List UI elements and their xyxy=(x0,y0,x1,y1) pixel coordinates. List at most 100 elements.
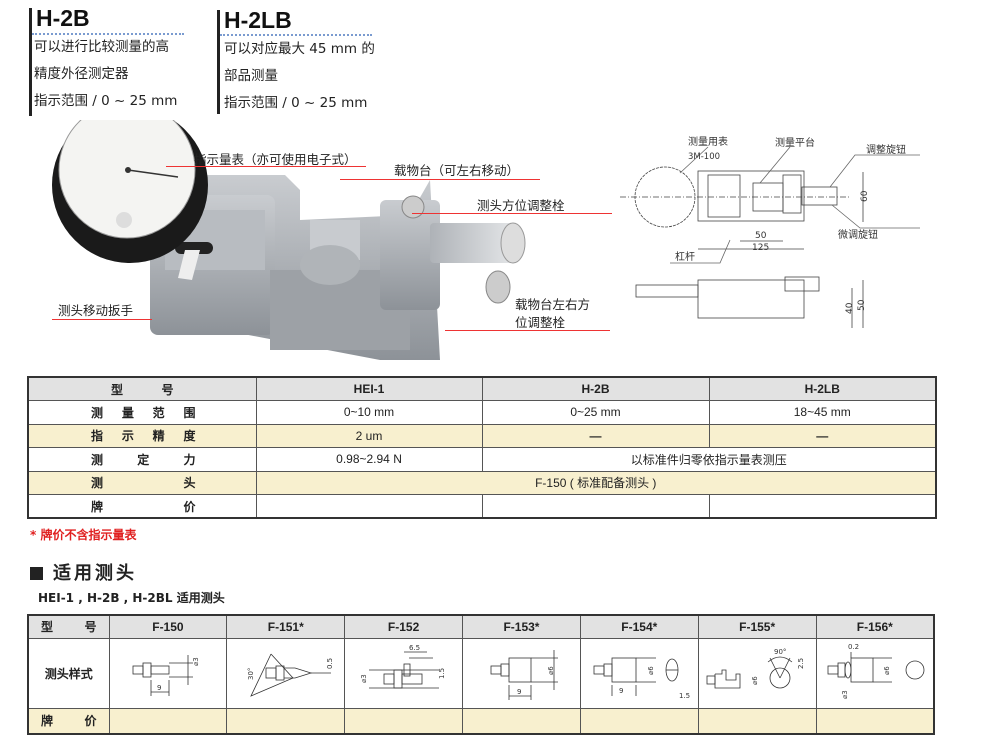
cell xyxy=(815,707,935,735)
divider xyxy=(217,10,220,114)
col-header: F-153* xyxy=(462,614,581,639)
dim-50h: 50 xyxy=(857,299,867,311)
model-desc-h2b: 可以进行比较测量的高 精度外径测定器 指示范围 / 0 ~ 25 mm xyxy=(34,34,177,115)
callout-line xyxy=(166,166,366,167)
col-header: F-152 xyxy=(344,614,464,639)
table-row: 测量范围 0~10 mm 0~25 mm 18~45 mm xyxy=(27,400,937,425)
cell xyxy=(255,494,483,519)
cell xyxy=(226,707,346,735)
label-adjust-knob: 调整旋钮 xyxy=(866,143,906,156)
col-header: F-151* xyxy=(226,614,346,639)
label-char: 号 xyxy=(161,382,174,397)
label-char: 力 xyxy=(183,452,196,467)
cell: 2 um xyxy=(255,423,483,448)
header-label: 型号 xyxy=(27,614,110,639)
cell xyxy=(697,707,817,735)
label-char: 精 xyxy=(152,429,165,444)
price-note: * 牌价不含指示量表 xyxy=(30,528,137,542)
spec-table: 型号 HEI-1 H-2B H-2LB 测量范围 0~10 mm 0~25 mm… xyxy=(27,376,937,519)
probe-drawing-f150: 9 ⌀3 xyxy=(108,637,228,709)
col-header: F-155* xyxy=(697,614,817,639)
dim-label: 0.2 xyxy=(848,643,859,651)
dim-label: 9 xyxy=(619,687,623,695)
square-bullet-icon xyxy=(30,567,43,580)
dim-label: 2.5 xyxy=(797,657,805,668)
label-gauge: 测量用表 xyxy=(688,135,728,148)
callout-line xyxy=(412,213,612,214)
cell: 18~45 mm xyxy=(708,400,937,425)
section-title: 适用测头 xyxy=(53,563,137,584)
callout-stage-adjust-2: 位调整栓 xyxy=(515,315,566,330)
dim-label: 30° xyxy=(247,667,255,679)
dim-label: ⌀6 xyxy=(751,675,759,684)
cell: — xyxy=(708,423,937,448)
dim-label: ⌀6 xyxy=(647,665,655,674)
label-char: 量 xyxy=(121,405,134,420)
cell xyxy=(344,707,464,735)
col-header: F-156* xyxy=(815,614,935,639)
desc-line: 指示范围 / 0 ~ 25 mm xyxy=(34,93,178,109)
label-char: 示 xyxy=(121,429,134,444)
label-char: 定 xyxy=(137,452,150,467)
label-char: 测 xyxy=(91,405,104,420)
label-platform: 测量平台 xyxy=(775,136,815,149)
label-char: 价 xyxy=(84,714,97,729)
row-label: 测定力 xyxy=(27,447,257,472)
probe-drawing-f153: 9 ⌀6 xyxy=(462,637,581,709)
cell: 以标准件归零依指示量表测压 xyxy=(481,447,937,472)
table-row: 牌价 xyxy=(27,707,935,735)
probe-drawing-f156: 0.2⌀6⌀3 xyxy=(815,637,935,709)
cell xyxy=(579,707,699,735)
callout-line xyxy=(340,179,540,180)
callout-stage-adjust-1: 载物台左右方 xyxy=(515,297,591,312)
dim-label: ⌀6 xyxy=(547,665,555,674)
dim-label: 9 xyxy=(517,688,521,696)
label-char: 型 xyxy=(41,620,54,635)
label-char: 牌 xyxy=(91,499,104,514)
probe-table: 型号 F-150 F-151* F-152 F-153* F-154* F-15… xyxy=(27,614,935,735)
dim-label: ⌀3 xyxy=(192,657,200,666)
table-row: 指示精度 2 um — — xyxy=(27,423,937,448)
model-desc-h2lb: 可以对应最大 45 mm 的 部品测量 指示范围 / 0 ~ 25 mm xyxy=(224,36,375,117)
dotted-rule xyxy=(32,33,184,35)
table-row: 测定力 0.98~2.94 N 以标准件归零依指示量表测压 xyxy=(27,447,937,472)
desc-line: 精度外径测定器 xyxy=(34,66,129,82)
divider xyxy=(29,8,32,116)
desc-line: 可以进行比较测量的高 xyxy=(34,39,169,55)
probe-drawing-f155: 90° 2.5 ⌀6 xyxy=(697,637,817,709)
dim-label: ⌀6 xyxy=(883,665,891,674)
label-lever: 杠杆 xyxy=(675,250,695,263)
label-gauge-model: 3M-100 xyxy=(688,152,720,162)
desc-line: 指示范围 / 0 ~ 25 mm xyxy=(224,95,368,111)
table-header-row: 型号 HEI-1 H-2B H-2LB xyxy=(27,376,937,401)
label-char: 围 xyxy=(183,405,196,420)
probe-drawing-f152: 6.5 ⌀3 1.5 xyxy=(344,637,464,709)
dim-40: 40 xyxy=(845,302,855,314)
cell: 0~10 mm xyxy=(255,400,483,425)
cell xyxy=(108,707,228,735)
label-char: 测 xyxy=(91,452,104,467)
model-title-h2b: H-2B xyxy=(36,5,90,31)
section-subtitle: HEI-1 , H-2B , H-2BL 适用测头 xyxy=(38,591,225,605)
dim-label: 0.5 xyxy=(326,657,334,668)
row-label: 牌价 xyxy=(27,494,257,519)
dim-label: ⌀3 xyxy=(360,674,368,683)
dim-label: 9 xyxy=(157,684,161,692)
cell: — xyxy=(481,423,710,448)
table-row: 牌价 xyxy=(27,494,937,519)
cell xyxy=(462,707,581,735)
model-title-h2lb: H-2LB xyxy=(224,7,292,33)
dim-label: 6.5 xyxy=(409,644,420,652)
label-char: 测 xyxy=(91,476,104,491)
col-header: F-154* xyxy=(579,614,699,639)
dim-label: 1.5 xyxy=(438,667,446,678)
callout-stage: 载物台（可左右移动） xyxy=(394,163,520,178)
desc-line: 部品测量 xyxy=(224,68,278,84)
technical-drawing: 测量用表 3M-100 测量平台 调整旋钮 微调旋钮 杠杆 50 125 60 … xyxy=(620,135,920,328)
dim-label: 90° xyxy=(774,648,786,656)
callout-line xyxy=(52,319,152,320)
table-header-row: 型号 F-150 F-151* F-152 F-153* F-154* F-15… xyxy=(27,614,935,639)
row-label: 测量范围 xyxy=(27,400,257,425)
